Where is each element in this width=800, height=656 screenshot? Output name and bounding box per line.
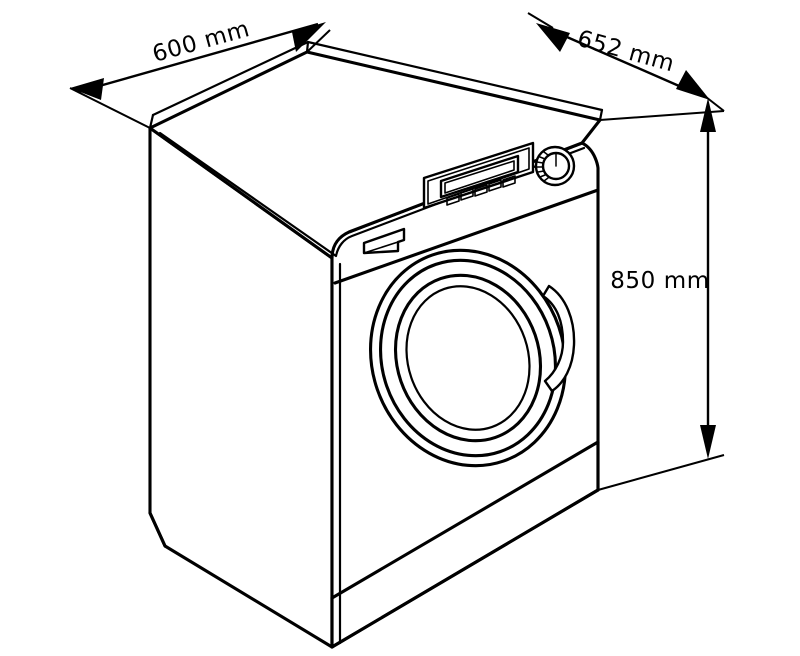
dimension-label-width: 600 mm — [150, 16, 253, 68]
width-ext-line-left — [69, 87, 151, 129]
depth-arrow-right — [676, 70, 710, 100]
bottom-plinth-lower-front — [330, 488, 600, 649]
dimension-depth-652: 652 mm — [527, 12, 725, 112]
panel-button[interactable] — [488, 179, 502, 192]
width-dim-line — [77, 22, 319, 94]
dimension-height-850: 850 mm — [597, 98, 725, 491]
height-arrow-bottom — [700, 425, 716, 459]
height-arrow-top — [700, 98, 716, 132]
depth-dim-line — [543, 25, 703, 98]
door-handle-bottom-edge — [544, 380, 553, 392]
dimension-label-depth: 652 mm — [574, 26, 677, 78]
washing-machine-body — [148, 40, 604, 649]
height-ext-line-top — [599, 110, 725, 121]
door-second-ring — [378, 258, 558, 458]
program-selector-knob[interactable] — [534, 145, 576, 187]
left-side-foot-fold — [148, 511, 167, 548]
porthole-door[interactable] — [342, 224, 595, 493]
door-handle[interactable] — [541, 284, 576, 393]
dimension-label-height: 850 mm — [610, 268, 710, 294]
depth-arrow-left — [536, 23, 570, 52]
panel-button[interactable] — [460, 188, 474, 201]
control-panel-slope — [333, 188, 600, 285]
top-panel-surface — [148, 50, 602, 260]
bottom-plinth — [330, 440, 600, 600]
control-panel-inner-edge — [427, 147, 530, 205]
drawer-handle-fold — [363, 241, 399, 254]
door-handle-top-edge — [542, 285, 550, 297]
detergent-drawer-handle[interactable] — [362, 227, 406, 255]
top-panel-lip-left-edge — [148, 113, 155, 130]
width-arrow-left — [70, 78, 104, 100]
top-panel-lip-back-corner — [305, 40, 310, 54]
door-glass-rim — [393, 273, 543, 443]
display-screen-inner — [444, 160, 515, 194]
height-ext-line-bottom — [597, 454, 725, 491]
panel-button[interactable] — [502, 175, 516, 188]
depth-ext-line-left — [527, 12, 554, 29]
knob-grip-ridges — [536, 151, 549, 182]
panel-button[interactable] — [446, 193, 460, 206]
top-panel-front-inner-edge — [158, 131, 586, 258]
panel-button[interactable] — [474, 184, 488, 197]
top-panel-lip-right-edge — [598, 108, 604, 122]
width-arrow-right — [292, 22, 326, 52]
door-glass-inner — [405, 285, 531, 431]
button-row[interactable] — [446, 175, 516, 206]
width-ext-line-right — [306, 29, 331, 53]
